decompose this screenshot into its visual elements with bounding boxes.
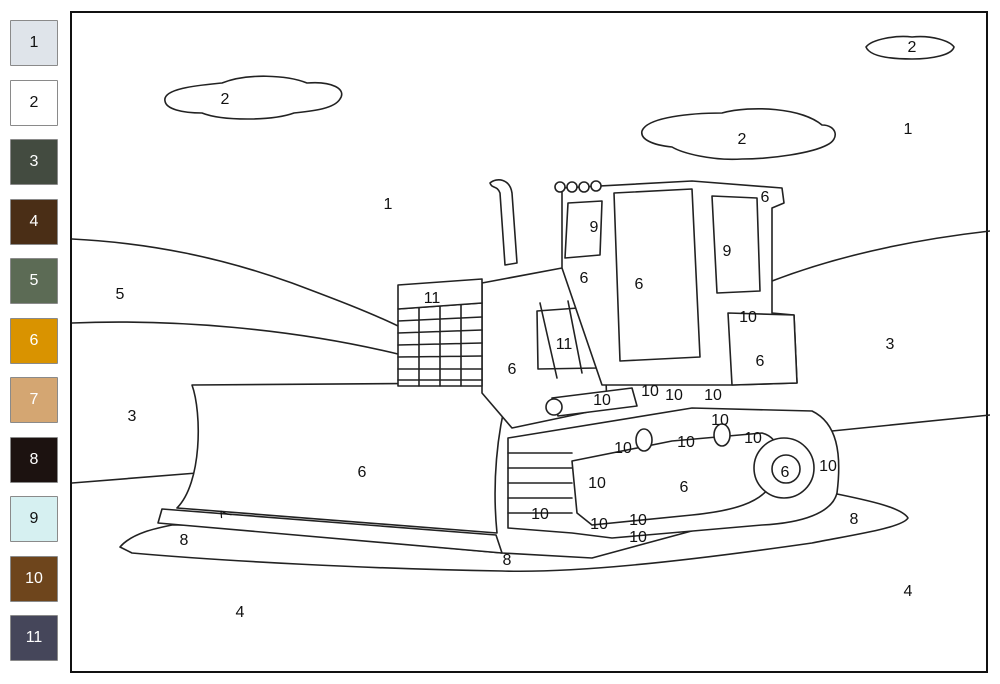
region-number-step-2: 10 <box>665 387 683 404</box>
color-palette: 1 2 3 4 5 6 7 8 9 10 11 <box>10 20 60 675</box>
roof-light-4[interactable] <box>590 180 602 192</box>
track-cylinder-right[interactable] <box>713 423 731 447</box>
region-number-track-top-1: 10 <box>677 434 695 451</box>
palette-swatch-8[interactable]: 8 <box>10 436 58 483</box>
region-number-step-3: 10 <box>704 387 722 404</box>
region-number-track-bottom-1: 10 <box>531 506 549 523</box>
region-number-side-window: 11 <box>556 336 573 353</box>
region-number-hill-right: 3 <box>886 336 895 353</box>
palette-swatch-10[interactable]: 10 <box>10 555 58 602</box>
region-number-step-4: 10 <box>593 392 611 409</box>
region-number-hood-side: 6 <box>756 353 765 370</box>
cab-lower[interactable] <box>727 312 798 386</box>
region-number-track-bottom-3: 10 <box>629 512 647 529</box>
palette-swatch-2[interactable]: 2 <box>10 79 58 126</box>
region-number-cloud-top-right: 2 <box>908 39 917 56</box>
region-number-blade: 6 <box>358 464 367 481</box>
region-number-blade-edge: 7 <box>218 509 236 519</box>
cab-door[interactable] <box>613 188 701 362</box>
region-number-track-top-2: 10 <box>744 430 762 447</box>
roof-light-3[interactable] <box>578 181 590 193</box>
palette-swatch-1[interactable]: 1 <box>10 20 58 66</box>
hill-left-line <box>72 238 403 329</box>
region-number-track-right: 10 <box>819 458 837 475</box>
sprocket-hub[interactable] <box>771 454 801 484</box>
palette-swatch-11[interactable]: 11 <box>10 615 58 661</box>
palette-swatch-7[interactable]: 7 <box>10 377 58 423</box>
field-line-left <box>72 472 198 484</box>
region-number-sky: 1 <box>384 196 393 213</box>
region-number-ground-right: 4 <box>904 583 913 600</box>
region-number-body: 6 <box>508 361 517 378</box>
palette-swatch-4[interactable]: 4 <box>10 198 58 245</box>
track-cylinder-left[interactable] <box>635 428 653 452</box>
palette-swatch-6[interactable]: 6 <box>10 317 58 364</box>
region-number-track-front: 10 <box>588 475 606 492</box>
track-shoes <box>507 452 573 514</box>
grille-lines <box>397 303 483 387</box>
region-number-cab-window-left: 9 <box>590 219 599 236</box>
region-number-sky-right: 1 <box>904 121 913 138</box>
region-number-track-cylinder-2: 10 <box>711 412 729 429</box>
region-number-step-1: 10 <box>641 383 659 400</box>
palette-swatch-5[interactable]: 5 <box>10 258 58 304</box>
palette-swatch-9[interactable]: 9 <box>10 496 58 542</box>
region-number-cloud-left: 2 <box>221 91 230 108</box>
hill-left-lower <box>72 321 403 356</box>
region-number-cloud-center: 2 <box>738 131 747 148</box>
cloud-left[interactable] <box>164 75 343 120</box>
exhaust-pipe[interactable] <box>489 179 518 266</box>
region-number-cab-door: 6 <box>635 276 644 293</box>
cloud-center[interactable] <box>641 107 836 161</box>
region-number-field-left: 3 <box>128 408 137 425</box>
cab-window-right[interactable] <box>711 195 761 294</box>
region-number-ground-left: 4 <box>236 604 245 621</box>
blade-edge[interactable] <box>157 508 503 554</box>
region-number-cab-top: 6 <box>761 189 770 206</box>
region-number-sprocket-hub: 6 <box>781 464 790 481</box>
roof-light-2[interactable] <box>566 181 578 193</box>
field-line-right <box>831 414 990 432</box>
palette-swatch-3[interactable]: 3 <box>10 139 58 185</box>
region-number-shadow-left: 8 <box>180 532 189 549</box>
region-number-track-bottom-2: 10 <box>590 516 608 533</box>
side-window-rails <box>539 300 583 379</box>
region-number-cab-lower: 10 <box>739 309 757 326</box>
region-number-hill-left: 5 <box>116 286 125 303</box>
region-number-shadow-right: 8 <box>850 511 859 528</box>
region-number-track-frame: 6 <box>680 479 689 496</box>
region-number-grille-top: 11 <box>424 290 441 307</box>
region-number-track-bottom-4: 10 <box>629 529 647 546</box>
region-number-track-cylinder: 10 <box>614 440 632 457</box>
region-number-shadow-center: 8 <box>503 552 512 569</box>
grille-top[interactable] <box>397 278 483 310</box>
region-number-cab-side: 6 <box>580 270 589 287</box>
arm-cylinder-end[interactable] <box>545 398 563 416</box>
roof-light-1[interactable] <box>554 181 566 193</box>
cab-window-left[interactable] <box>564 200 603 259</box>
hill-right-line <box>771 230 990 282</box>
cloud-top-right[interactable] <box>865 35 955 60</box>
region-number-cab-window-right: 9 <box>723 243 732 260</box>
